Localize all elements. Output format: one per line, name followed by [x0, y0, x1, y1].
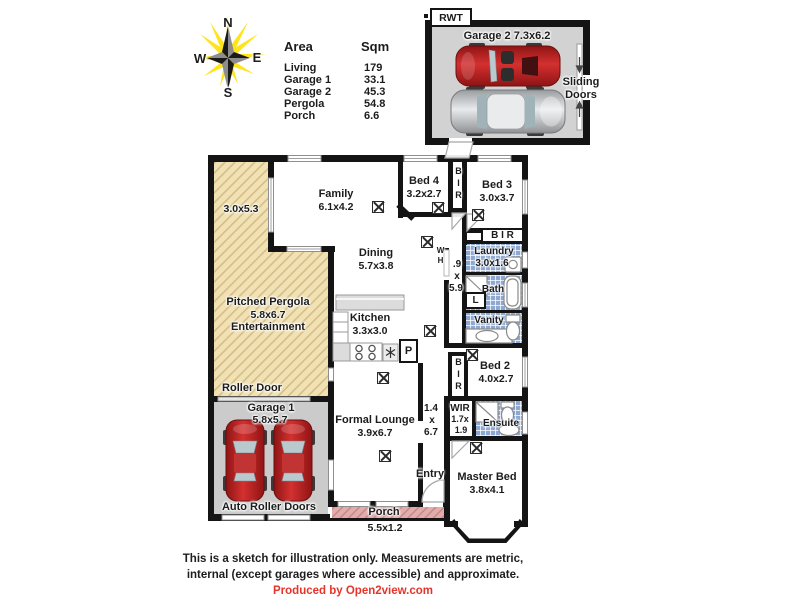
master-bed-dims: 3.8x4.1 — [469, 484, 505, 496]
auto-roller-doors-label: Auto Roller Doors — [221, 501, 317, 513]
area-row-value: 45.3 — [364, 86, 386, 98]
compass-south-label: S — [223, 85, 233, 100]
bed3-label: Bed 3 — [482, 179, 512, 191]
ensuite-label: Ensuite — [482, 418, 520, 429]
pergola-side-dims: 3.0x5.3 — [223, 203, 259, 215]
area-table-header-sqm: Sqm — [361, 39, 390, 54]
bed2-bir-label: BIR — [453, 357, 464, 393]
area-row-name: Garage 1 — [284, 74, 332, 86]
bed2-label: Bed 2 — [480, 360, 510, 372]
ceiling-symbol-icon — [377, 372, 389, 384]
vanity-label: Vanity — [474, 315, 504, 326]
family-dims: 6.1x4.2 — [318, 201, 354, 213]
disclaimer-line-1: This is a sketch for illustration only. … — [182, 553, 524, 565]
area-row-value: 33.1 — [364, 74, 386, 86]
hall-lower-dim-2: x — [429, 415, 435, 426]
ceiling-symbol-icon — [379, 450, 391, 462]
area-row-name: Porch — [284, 110, 316, 122]
porch-label: Porch — [368, 506, 400, 518]
bed2-dims: 4.0x2.7 — [478, 373, 514, 385]
pergola-label: Pitched Pergola — [226, 296, 310, 308]
sliding-doors-label-1: Sliding — [562, 76, 600, 88]
ceiling-symbol-icon — [424, 325, 436, 337]
water-heater-label: WH — [436, 246, 445, 266]
laundry-label: Laundry — [474, 246, 514, 257]
wir-label: WIR — [450, 403, 470, 414]
bath-label: Bath — [481, 284, 505, 295]
pergola-label-2: Entertainment — [231, 321, 305, 333]
family-label: Family — [318, 188, 354, 200]
dining-dims: 5.7x3.8 — [358, 260, 394, 272]
hall-upper-dim-2: x — [454, 271, 460, 282]
entry-label: Entry — [415, 468, 445, 480]
porch-dims: 5.5x1.2 — [367, 522, 403, 534]
bed4-dims: 3.2x2.7 — [406, 188, 442, 200]
disclaimer-line-2: internal (except garages where accessibl… — [186, 569, 520, 581]
bed3-bir-label: B I R — [481, 228, 524, 243]
ceiling-symbol-icon — [372, 201, 384, 213]
area-row-name: Living — [284, 62, 317, 74]
hall-upper-dim-3: 5.9 — [449, 283, 463, 294]
roller-door-label: Roller Door — [222, 382, 282, 394]
wir-dims-1: 1.7x — [451, 414, 469, 424]
garage1-dims: 5.8x5.7 — [252, 414, 288, 426]
disclaimer: This is a sketch for illustration only. … — [53, 551, 653, 599]
compass-west-label: W — [193, 51, 207, 66]
wir-dims-2: 1.9 — [454, 425, 468, 435]
kitchen-label: Kitchen — [349, 312, 391, 324]
ceiling-symbol-icon — [470, 442, 482, 454]
ceiling-symbol-icon — [432, 202, 444, 214]
garage1-label: Garage 1 — [247, 402, 295, 414]
pantry-label: P — [399, 339, 418, 363]
garage2-title: Garage 2 7.3x6.2 — [463, 30, 551, 42]
compass-east-label: E — [252, 50, 262, 65]
ceiling-symbol-icon — [421, 236, 433, 248]
area-table-header-area: Area — [284, 39, 313, 54]
hall-upper-dim-1: .9 — [452, 259, 462, 270]
bed4-bir-label: BIR — [453, 166, 464, 202]
compass-north-label: N — [223, 15, 233, 30]
ceiling-symbol-icon — [472, 209, 484, 221]
bed3-dims: 3.0x3.7 — [479, 192, 515, 204]
area-row-value: 179 — [364, 62, 383, 74]
ceiling-symbol-icon — [466, 349, 478, 361]
sliding-doors-label-2: Doors — [565, 89, 597, 101]
area-row-name: Garage 2 — [284, 86, 332, 98]
area-row-name: Pergola — [284, 98, 325, 110]
laundry-dims: 3.0x1.6 — [475, 258, 509, 269]
dining-label: Dining — [358, 247, 394, 259]
master-bed-label: Master Bed — [457, 471, 517, 483]
formal-lounge-dims: 3.9x6.7 — [357, 427, 393, 439]
formal-lounge-label: Formal Lounge — [335, 414, 415, 426]
hall-lower-dim-3: 6.7 — [424, 427, 438, 438]
pergola-dims: 5.8x6.7 — [250, 309, 286, 321]
hall-lower-dim-1: 1.4 — [424, 403, 438, 414]
area-row-value: 54.8 — [364, 98, 386, 110]
producer-credit: Produced by Open2view.com — [273, 585, 433, 597]
area-row-value: 6.6 — [364, 110, 380, 122]
linen-label: L — [465, 292, 486, 309]
rainwater-tank-label: RWT — [430, 8, 472, 27]
kitchen-dims: 3.3x3.0 — [352, 325, 388, 337]
bed4-label: Bed 4 — [409, 175, 439, 187]
